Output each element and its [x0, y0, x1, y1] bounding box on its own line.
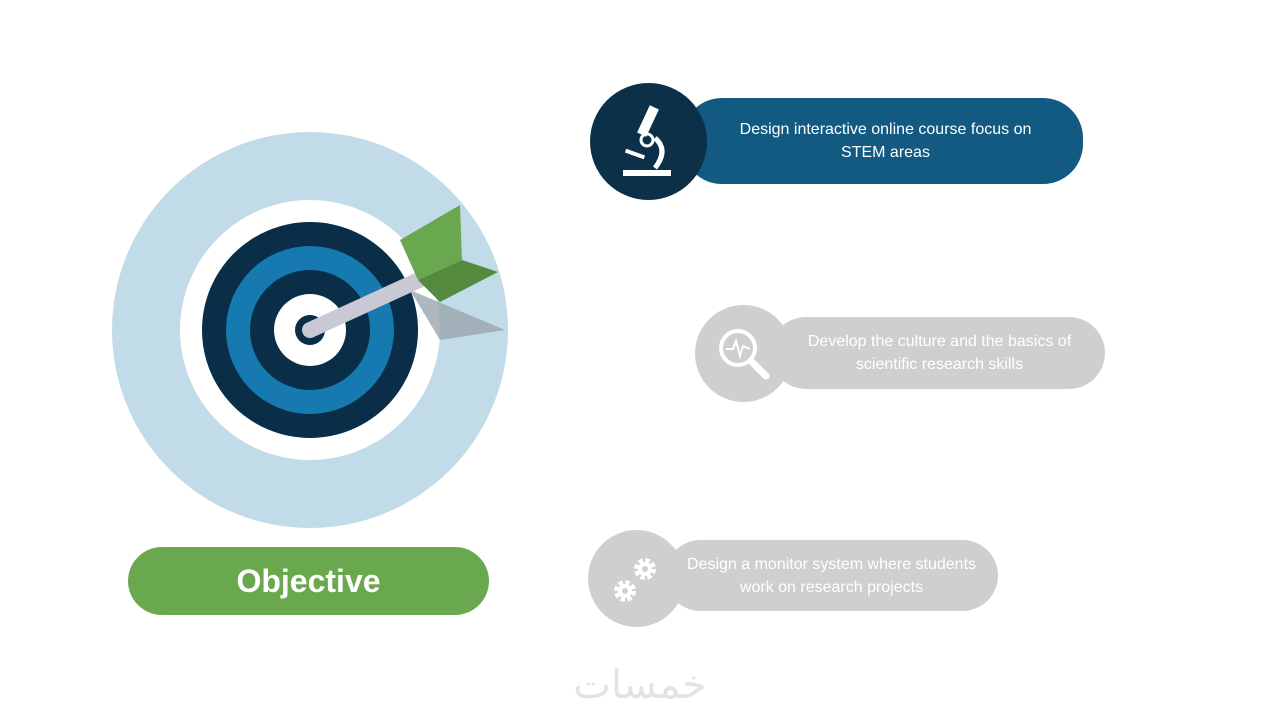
- objective-item-2: Develop the culture and the basics of sc…: [770, 317, 1105, 389]
- microscope-icon: [590, 83, 707, 200]
- magnifier-pulse-icon: [695, 305, 792, 402]
- gears-icon: [588, 530, 685, 627]
- item-text: Design a monitor system where students w…: [687, 555, 977, 596]
- objective-item-3: Design a monitor system where students w…: [665, 540, 998, 611]
- item-text: Develop the culture and the basics of sc…: [807, 333, 1072, 373]
- item-text: Design interactive online course focus o…: [739, 121, 1032, 161]
- objective-item-1: Design interactive online course focus o…: [682, 98, 1083, 184]
- objective-badge: Objective: [128, 547, 489, 615]
- target-illustration: [112, 132, 508, 528]
- watermark-logo: خمسات: [573, 663, 707, 707]
